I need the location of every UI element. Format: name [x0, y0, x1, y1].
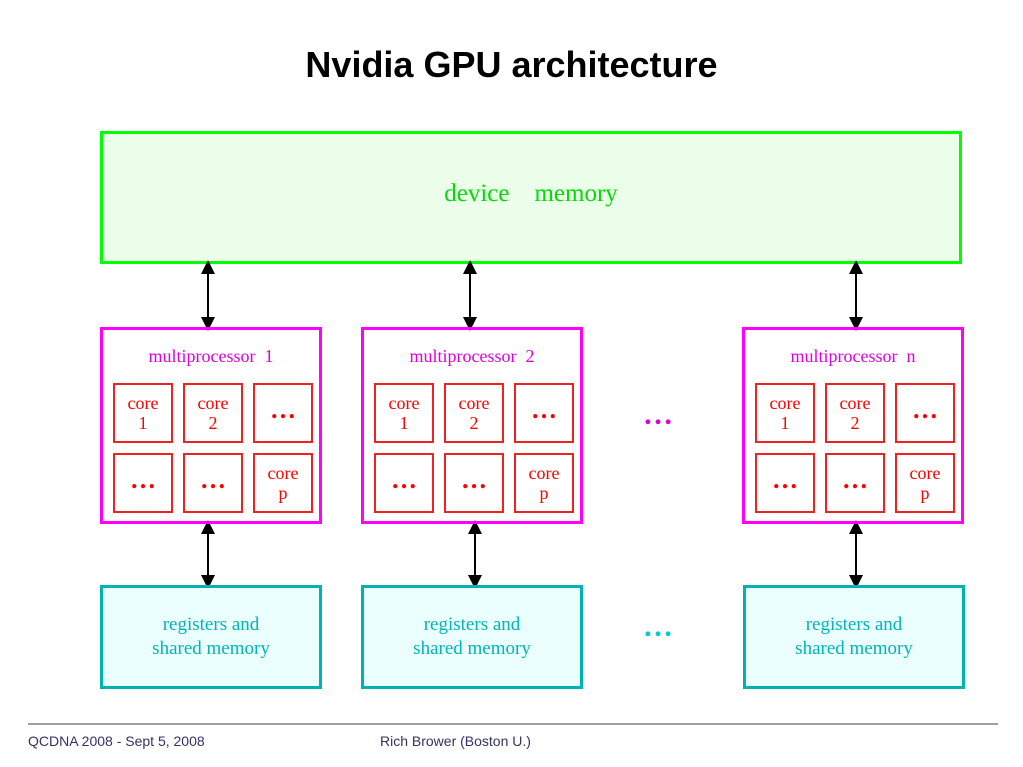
slide-title: Nvidia GPU architecture [305, 44, 718, 85]
core-ellipsis: … [113, 453, 173, 513]
core-ellipsis: … [374, 453, 434, 513]
registers-shared-memory-2: registers and shared memory [361, 585, 583, 689]
core-ellipsis: … [253, 383, 313, 443]
core-ellipsis: … [895, 383, 955, 443]
core-ellipsis: … [183, 453, 243, 513]
registers-shared-memory-n: registers and shared memory [743, 585, 965, 689]
core-ellipsis: … [755, 453, 815, 513]
core-ellipsis: … [825, 453, 885, 513]
core-ellipsis: … [444, 453, 504, 513]
multiprocessor-label: multiprocessor 2 [409, 346, 535, 366]
multiprocessor-label: multiprocessor n [790, 346, 916, 366]
multiprocessor-ellipsis: … [643, 398, 674, 431]
device-memory-label: device memory [444, 180, 618, 207]
registers-shared-memory-1: registers and shared memory [100, 585, 322, 689]
multiprocessor-label: multiprocessor 1 [148, 346, 274, 366]
footer-center: Rich Brower (Boston U.) [380, 733, 531, 749]
core-ellipsis: … [514, 383, 574, 443]
footer-left: QCDNA 2008 - Sept 5, 2008 [28, 733, 205, 749]
footer-divider [28, 723, 998, 725]
device-memory-box: device memory [100, 131, 962, 264]
registers-ellipsis: … [643, 610, 674, 643]
